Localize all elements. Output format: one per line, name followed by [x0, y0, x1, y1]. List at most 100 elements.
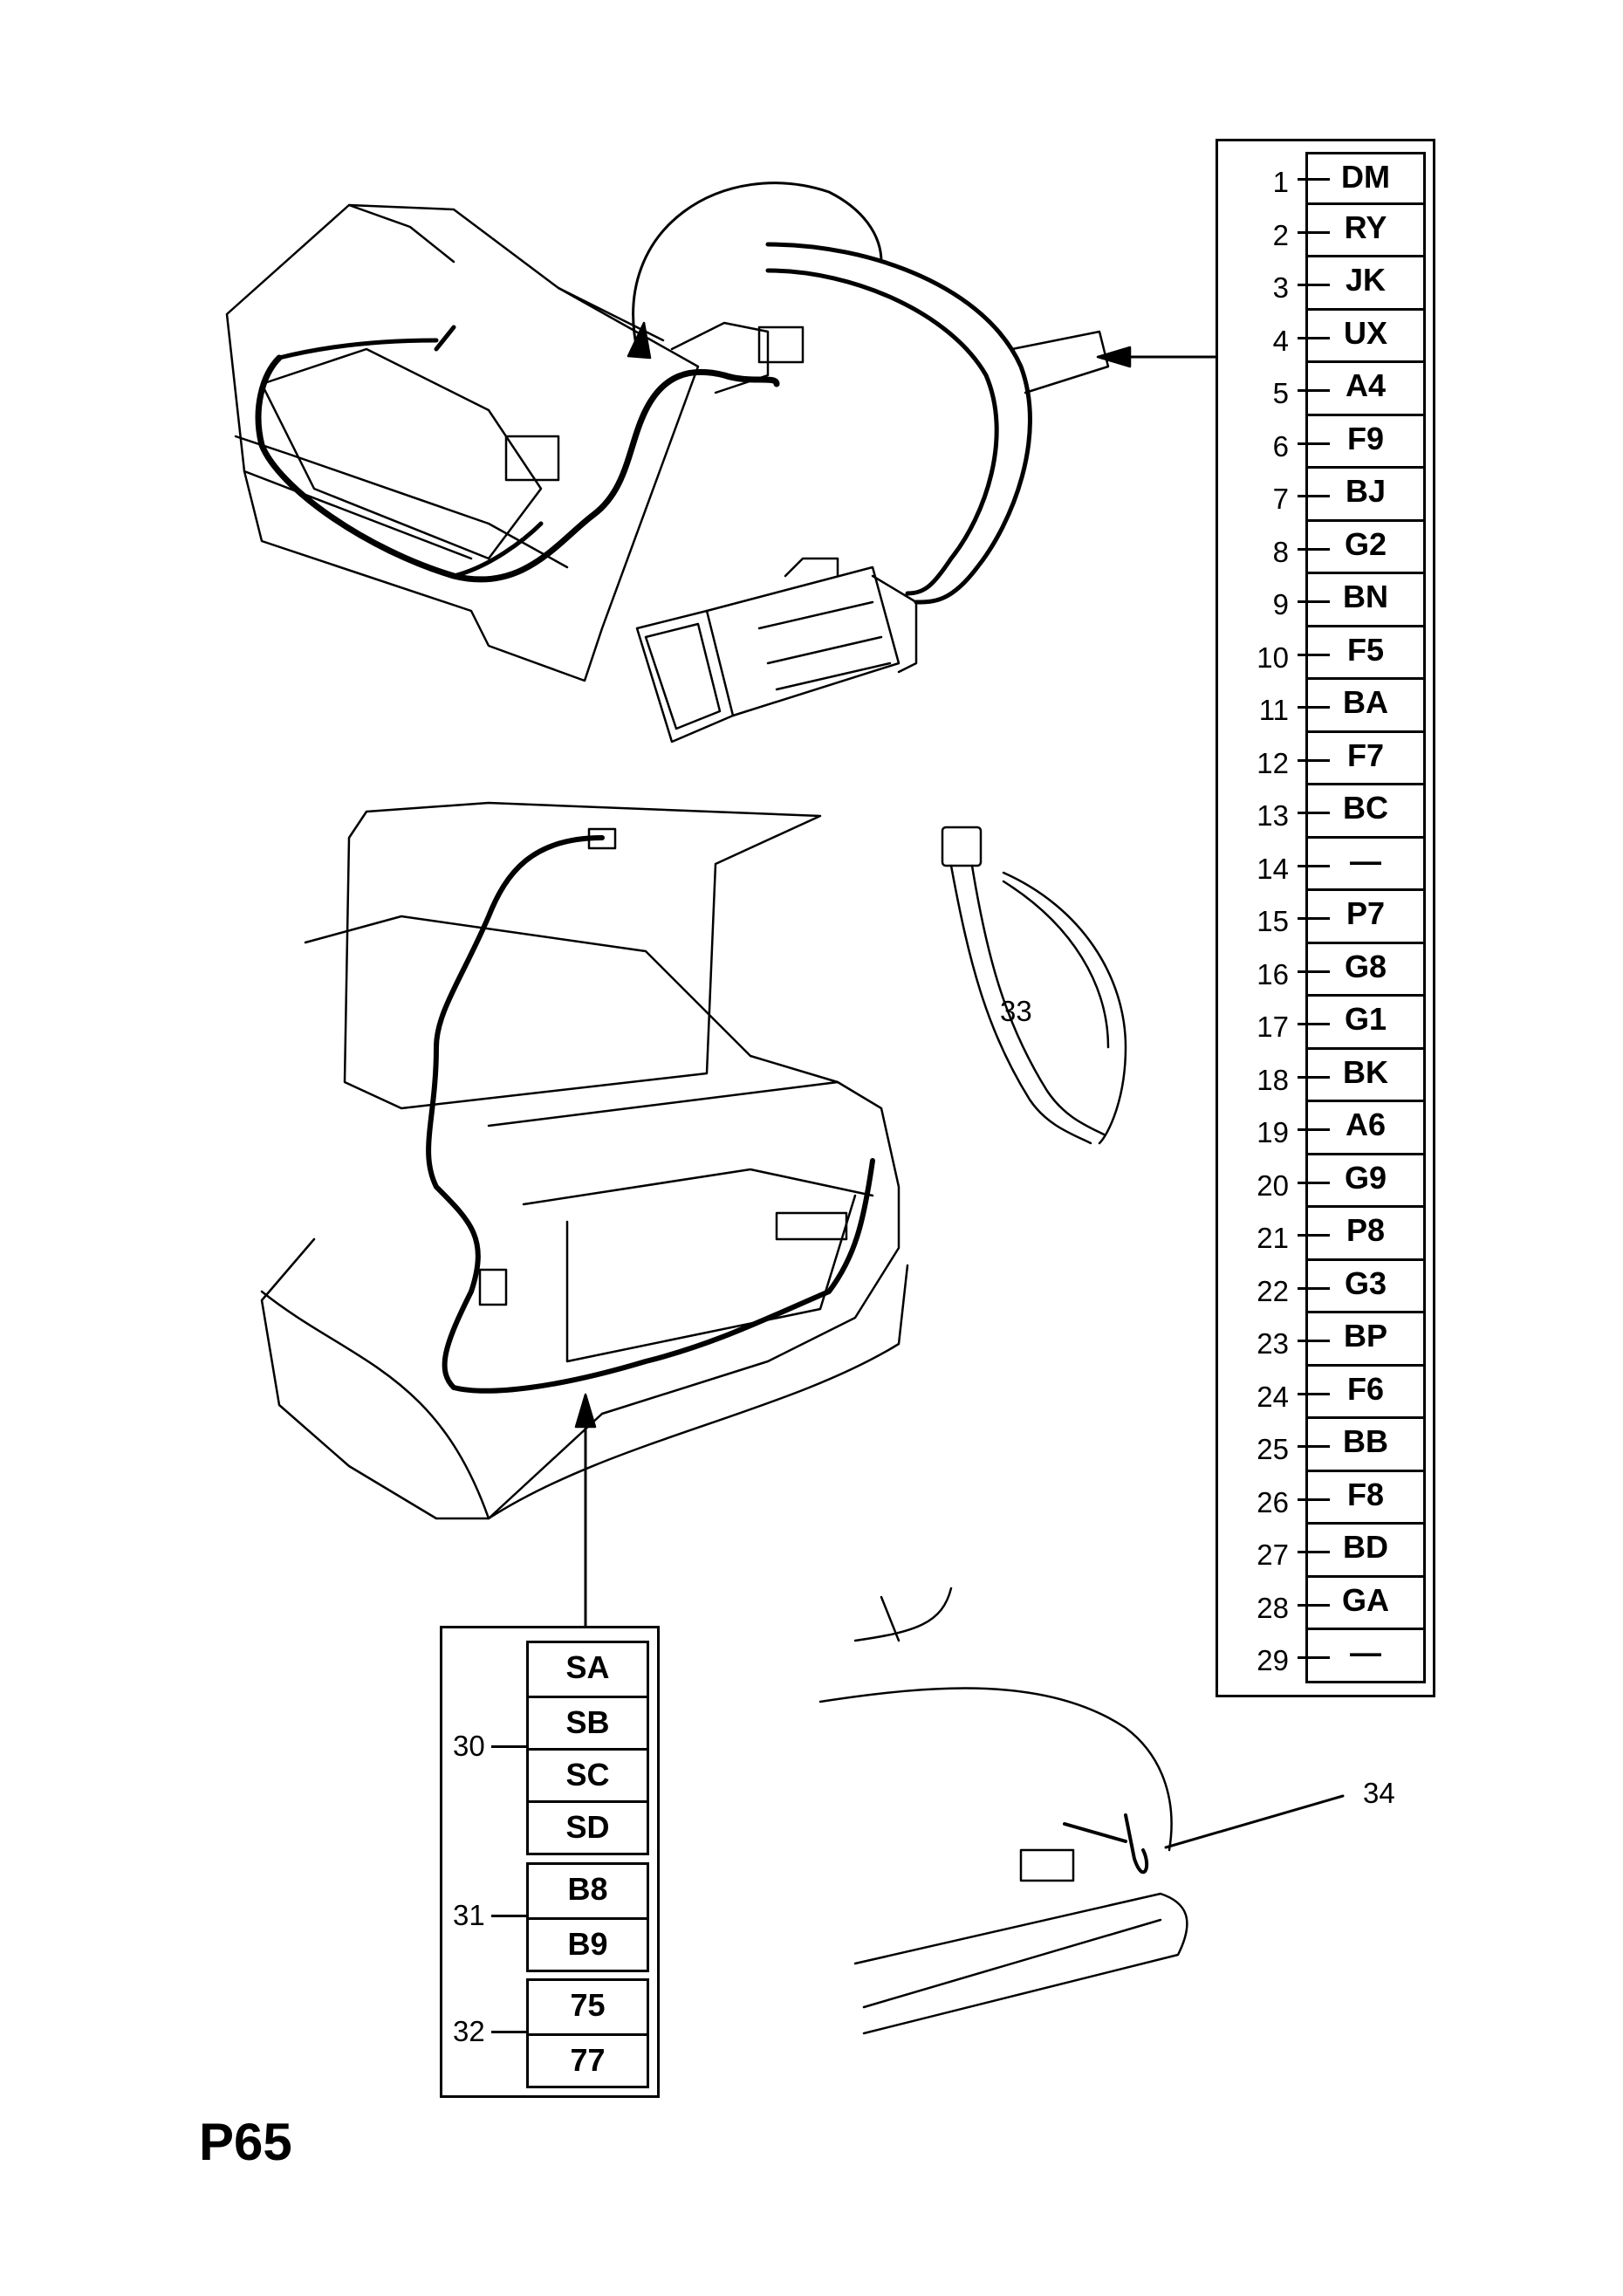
part-code: A4: [1305, 363, 1426, 416]
leader-tick: [1298, 706, 1330, 709]
engine-bay-drawing: [225, 203, 805, 682]
leader-tick: [1298, 917, 1330, 920]
part-code: SD: [529, 1800, 647, 1853]
item-number: 1: [1272, 166, 1289, 198]
leader-tick: [1298, 442, 1330, 445]
part-code: BB: [1305, 1419, 1426, 1472]
item-number: 13: [1257, 799, 1289, 832]
table-row: 26 F8: [1218, 1471, 1433, 1525]
leader-tick: [1298, 389, 1330, 392]
part-code: 77: [529, 2033, 647, 2086]
part-code: B9: [529, 1917, 647, 1970]
part-code: UX: [1305, 310, 1426, 363]
item-number: 19: [1257, 1116, 1289, 1148]
leader-tick: [1298, 653, 1330, 656]
part-code: SA: [565, 1649, 610, 1685]
table-row: 13 BC: [1218, 785, 1433, 839]
item-number: 26: [1257, 1485, 1289, 1518]
leader-tick: [1298, 547, 1330, 551]
cable-tie-drawing: [941, 826, 1127, 1145]
leader-tick: [1298, 970, 1330, 973]
part-code: F8: [1305, 1471, 1426, 1525]
leader-tick: [1298, 178, 1330, 181]
leader-tick: [1298, 864, 1330, 867]
group-number: 32: [453, 2015, 485, 2047]
table-row: 29—: [1218, 1630, 1433, 1683]
leader-tick: [1298, 1551, 1330, 1553]
part-code: G2: [1305, 521, 1426, 574]
leader-line-34: [1164, 1794, 1345, 1849]
item-number: 28: [1257, 1591, 1289, 1624]
leader-tick: [1298, 284, 1330, 286]
item-number: 14: [1257, 852, 1289, 885]
part-code: G8: [1305, 943, 1426, 997]
part-code: —: [1305, 1630, 1426, 1683]
table-row: 14—: [1218, 838, 1433, 891]
part-code: P7: [1305, 891, 1426, 944]
leader-tick: [491, 1745, 528, 1748]
item-number: 18: [1257, 1063, 1289, 1096]
part-code: JK: [1305, 257, 1426, 311]
item-number: 24: [1257, 1380, 1289, 1413]
item-number: 21: [1257, 1222, 1289, 1254]
table-row: 19 A6: [1218, 1102, 1433, 1155]
item-number: 23: [1257, 1327, 1289, 1360]
part-code: GA: [1305, 1577, 1426, 1630]
table-row: 1 DM: [1218, 152, 1433, 205]
table-row: 5 A4: [1218, 363, 1433, 416]
part-code: BK: [1305, 1049, 1426, 1102]
leader-tick: [1298, 1603, 1330, 1607]
table-row: 20 G9: [1218, 1155, 1433, 1208]
part-code: BJ: [1305, 469, 1426, 522]
table-row: 2 RY: [1218, 204, 1433, 257]
item-number: 10: [1257, 641, 1289, 674]
group-number: 30: [453, 1730, 485, 1762]
table-row: 23 BP: [1218, 1313, 1433, 1367]
part-code: F7: [1305, 732, 1426, 785]
item-number: 5: [1272, 377, 1289, 409]
rear-corner-drawing: [818, 1587, 1188, 2035]
callout-33: 33: [1000, 995, 1032, 1027]
leader-tick: [1298, 1498, 1330, 1501]
part-code: B8: [567, 1871, 608, 1907]
leader-tick: [1298, 1392, 1330, 1395]
item-number: 9: [1272, 588, 1289, 620]
part-code: G3: [1305, 1260, 1426, 1313]
leader-tick: [1298, 1234, 1330, 1237]
leader-tick: [491, 2031, 528, 2033]
leader-tick: [1298, 495, 1330, 497]
part-code: SB: [529, 1696, 647, 1748]
page-code: P65: [199, 2113, 292, 2171]
leader-tick: [1298, 1340, 1330, 1342]
part-code: BC: [1305, 785, 1426, 839]
leader-tick: [1298, 1075, 1330, 1079]
item-number: 2: [1272, 218, 1289, 251]
table-row: 22 G3: [1218, 1260, 1433, 1313]
item-number: 6: [1272, 429, 1289, 463]
part-code: G9: [1305, 1155, 1426, 1208]
part-code: A6: [1305, 1102, 1426, 1155]
part-code: BP: [1305, 1313, 1426, 1367]
table-row: 8 G2: [1218, 521, 1433, 574]
item-number: 8: [1272, 535, 1289, 568]
leader-tick: [1298, 1286, 1330, 1290]
leader-tick: [1298, 812, 1330, 814]
part-code: RY: [1305, 204, 1426, 257]
rotate-arrow: [632, 182, 883, 351]
item-number: 22: [1257, 1274, 1289, 1307]
leader-tick: [1298, 758, 1330, 762]
part-code: DM: [1305, 152, 1426, 205]
item-number: 20: [1257, 1169, 1289, 1202]
